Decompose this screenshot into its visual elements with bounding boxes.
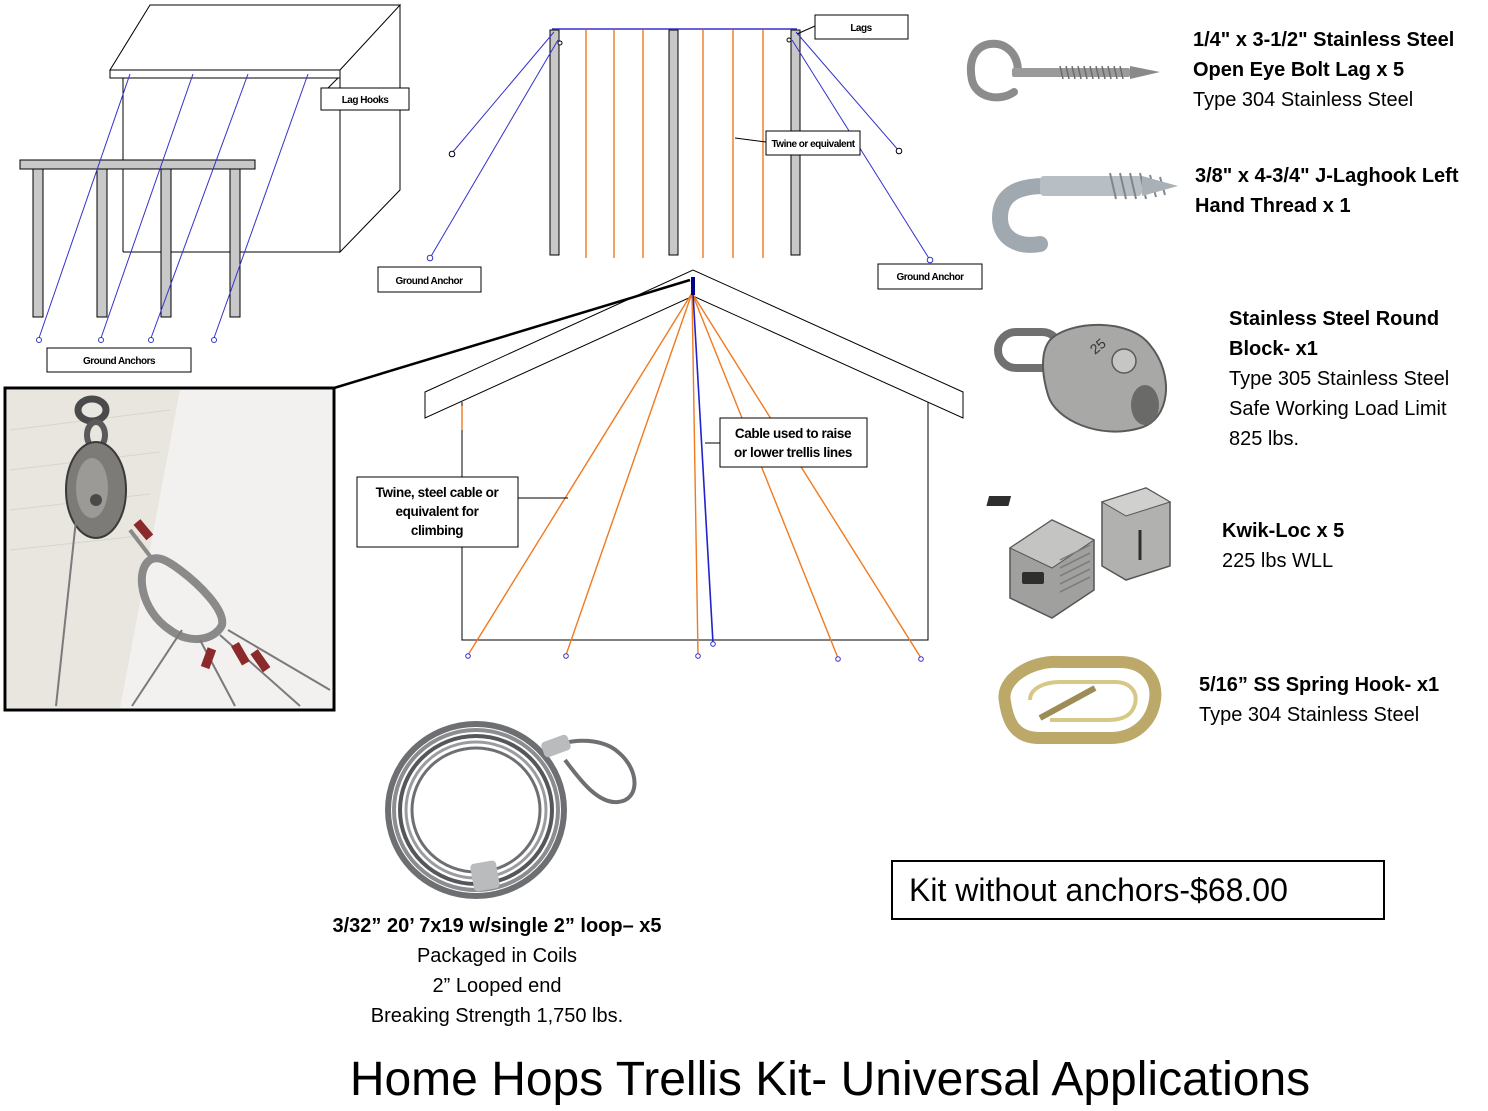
product-eye-bolt: 1/4" x 3-1/2" Stainless Steel Open Eye B… (1193, 25, 1454, 115)
pulley-block-icon: 25 (994, 323, 1167, 433)
product-cable: 3/32” 20’ 7x19 w/single 2” loop– x5 Pack… (297, 911, 697, 1031)
twine-steel-label-line3: climbing (411, 523, 463, 538)
twine-steel-label-line2: equivalent for (396, 504, 480, 519)
product-name-line: Hand Thread x 1 (1195, 195, 1351, 217)
product-detail-line: 225 lbs WLL (1222, 550, 1334, 572)
product-name-line: Open Eye Bolt Lag x 5 (1193, 59, 1405, 81)
ground-anchors-label: Ground Anchors (83, 356, 156, 367)
page-title: Home Hops Trellis Kit- Universal Applica… (349, 1053, 1311, 1106)
twine-or-equivalent-label: Twine or equivalent (771, 139, 855, 150)
cable-coil-icon (385, 721, 637, 899)
callout-line (333, 278, 691, 390)
product-name-line: Kwik-Loc x 5 (1222, 520, 1345, 542)
ground-anchor-right-label: Ground Anchor (896, 272, 964, 283)
kwik-loc-icon (986, 487, 1172, 619)
product-round-block: Stainless Steel Round Block- x1 Type 305… (1229, 304, 1449, 454)
product-name-line: 3/8" x 4-3/4" J-Laghook Left (1195, 165, 1459, 187)
spring-hook-icon (998, 655, 1162, 744)
product-detail-line: Type 304 Stainless Steel (1193, 89, 1414, 111)
price-box: Kit without anchors-$68.00 (891, 860, 1385, 920)
product-detail-line: Type 305 Stainless Steel (1229, 368, 1450, 390)
product-spring-hook: 5/16” SS Spring Hook- x1 Type 304 Stainl… (1199, 670, 1439, 730)
lag-hooks-label: Lag Hooks (342, 95, 390, 106)
product-name-line: Block- x1 (1229, 338, 1318, 360)
lags-label: Lags (850, 23, 872, 34)
cable-raise-label-line2: or lower trellis lines (734, 445, 852, 460)
ground-anchor-left-label: Ground Anchor (395, 276, 463, 287)
product-name-line: 5/16” SS Spring Hook- x1 (1199, 674, 1440, 696)
product-detail-line: 825 lbs. (1229, 428, 1300, 450)
product-detail-line: Safe Working Load Limit (1229, 398, 1447, 420)
house-gable-diagram: Cable used to raise or lower trellis lin… (356, 269, 964, 662)
product-kwik-loc: Kwik-Loc x 5 225 lbs WLL (1222, 516, 1344, 576)
eye-bolt-icon (967, 39, 1160, 102)
pulley-photo-inset (3, 386, 336, 712)
cable-detail-line: Breaking Strength 1,750 lbs. (370, 1005, 624, 1027)
j-hook-icon (991, 172, 1178, 253)
pole-trellis-diagram: Lags Twine or equivalent Ground Anchor G… (377, 14, 983, 293)
pergola-diagram: Lag Hooks Ground Anchors (19, 3, 410, 373)
product-name-line: 1/4" x 3-1/2" Stainless Steel (1193, 29, 1455, 51)
twine-steel-label-line1: Twine, steel cable or (376, 485, 500, 500)
cable-name: 3/32” 20’ 7x19 w/single 2” loop– x5 (332, 915, 662, 937)
product-j-hook: 3/8" x 4-3/4" J-Laghook Left Hand Thread… (1195, 161, 1458, 221)
product-name-line: Stainless Steel Round (1229, 308, 1440, 330)
cable-detail-line: Packaged in Coils (416, 945, 578, 967)
cable-raise-label-line1: Cable used to raise (735, 426, 852, 441)
product-detail-line: Type 304 Stainless Steel (1199, 704, 1420, 726)
cable-detail-line: 2” Looped end (432, 975, 562, 997)
